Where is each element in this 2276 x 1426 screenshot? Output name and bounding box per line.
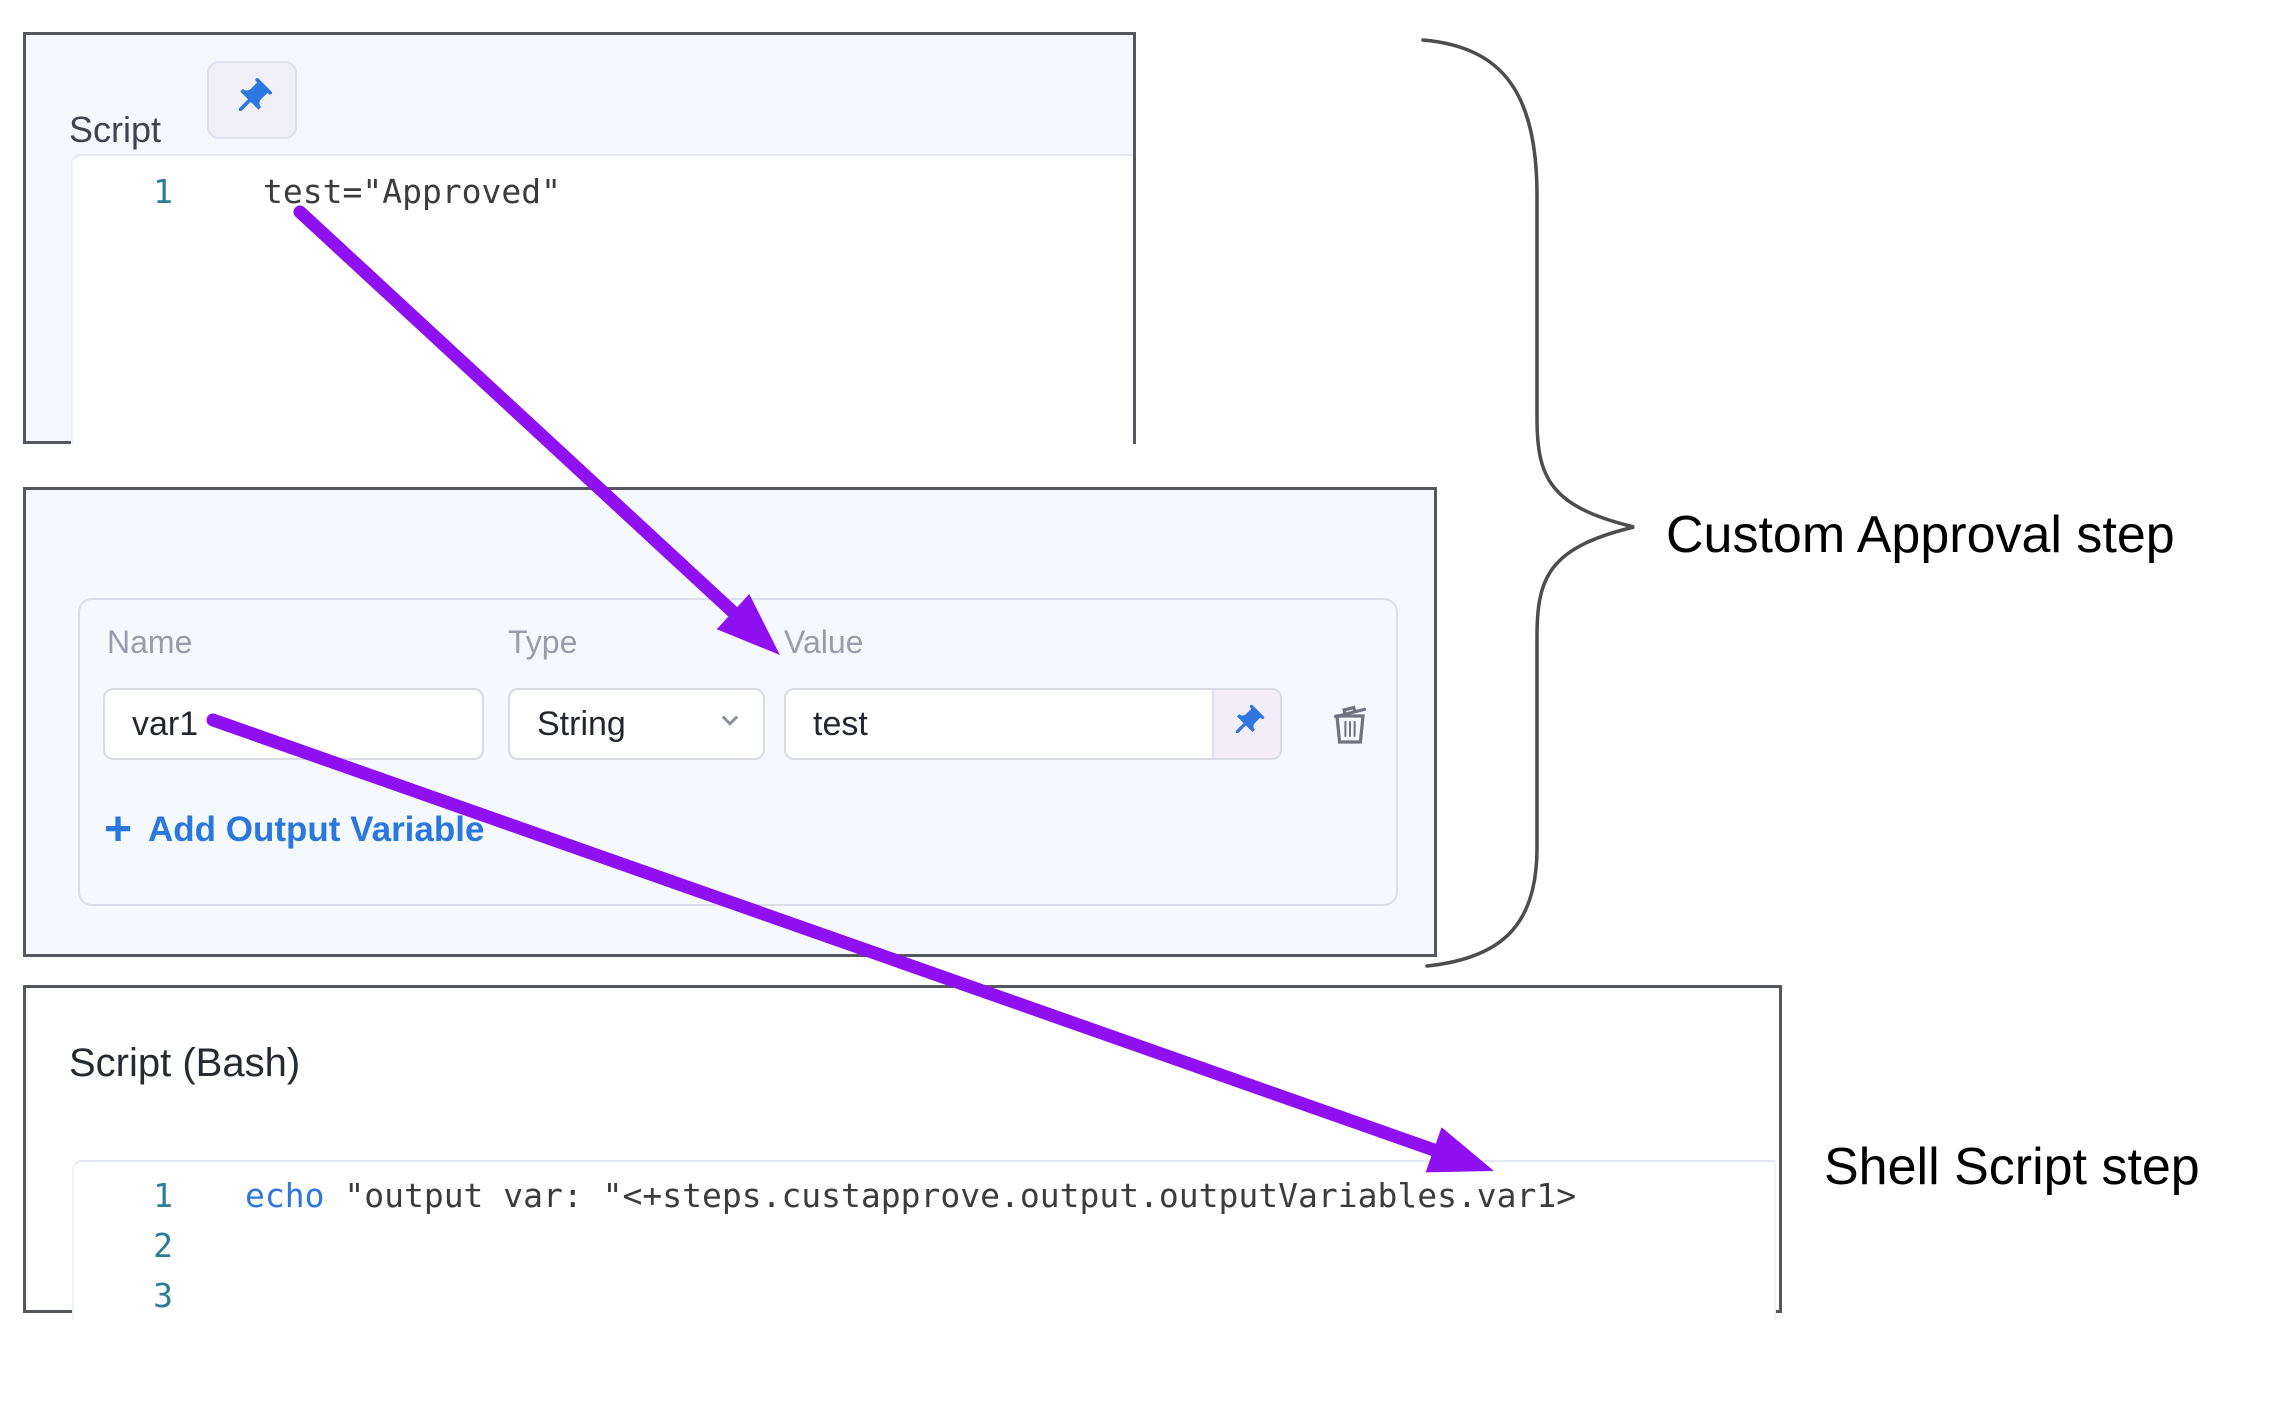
script-code-editor[interactable]: 1 test="Approved": [71, 154, 1133, 444]
variable-name-input[interactable]: var1: [103, 688, 484, 760]
pushpin-icon: [1228, 703, 1266, 746]
plus-icon: +: [104, 803, 133, 856]
type-column-label: Type: [508, 624, 578, 660]
line-number: 1: [153, 171, 173, 211]
variable-value-field: test: [784, 688, 1282, 760]
add-output-variable-label: Add Output Variable: [148, 810, 485, 849]
value-column-label: Value: [784, 624, 864, 660]
name-column-label: Name: [107, 624, 193, 660]
variable-value-input[interactable]: test: [786, 690, 1212, 758]
line-number: 1: [153, 1175, 173, 1215]
line-number: 3: [153, 1275, 173, 1315]
value-pin-button[interactable]: [1212, 690, 1280, 758]
code-line: 2: [74, 1220, 1774, 1270]
script-panel-title: Script: [69, 109, 162, 150]
bash-panel-title: Script (Bash): [69, 1041, 301, 1085]
keyword-token: echo: [245, 1175, 325, 1215]
code-token: "output var: "<+steps.custapprove.output…: [324, 1175, 1577, 1215]
add-output-variable-button[interactable]: + Add Output Variable: [104, 806, 484, 854]
chevron-down-icon: [715, 705, 745, 744]
curly-brace: [1421, 38, 1635, 968]
line-number: 2: [153, 1225, 173, 1265]
variable-value-text: test: [813, 704, 868, 743]
pushpin-icon: [230, 76, 274, 125]
output-variable-card: Name Type Value var1 String test: [78, 598, 1398, 906]
script-pin-button[interactable]: [207, 61, 297, 139]
code-line: 3: [74, 1270, 1774, 1320]
delete-variable-button[interactable]: [1326, 700, 1374, 751]
bash-code-editor[interactable]: 1 echo "output var: "<+steps.custapprove…: [72, 1160, 1776, 1320]
shell-script-step-panel: Script (Bash) 1 echo "output var: "<+ste…: [23, 985, 1782, 1320]
script-step-panel: Script 1 test="Approved": [23, 32, 1136, 444]
code-text: echo "output var: "<+steps.custapprove.o…: [245, 1176, 1576, 1215]
shell-script-step-label: Shell Script step: [1824, 1138, 2200, 1196]
variable-type-value: String: [537, 704, 626, 743]
code-line: 1 test="Approved": [73, 166, 1133, 216]
trash-icon: [1326, 705, 1374, 751]
variable-type-select[interactable]: String: [508, 688, 765, 760]
variable-name-value: var1: [132, 704, 199, 743]
script-output-variables-panel: Script Output Variables Name Type Value …: [23, 487, 1437, 1047]
code-line: 1 echo "output var: "<+steps.custapprove…: [74, 1170, 1774, 1220]
code-text: test="Approved": [263, 171, 562, 211]
custom-approval-step-label: Custom Approval step: [1666, 506, 2175, 564]
